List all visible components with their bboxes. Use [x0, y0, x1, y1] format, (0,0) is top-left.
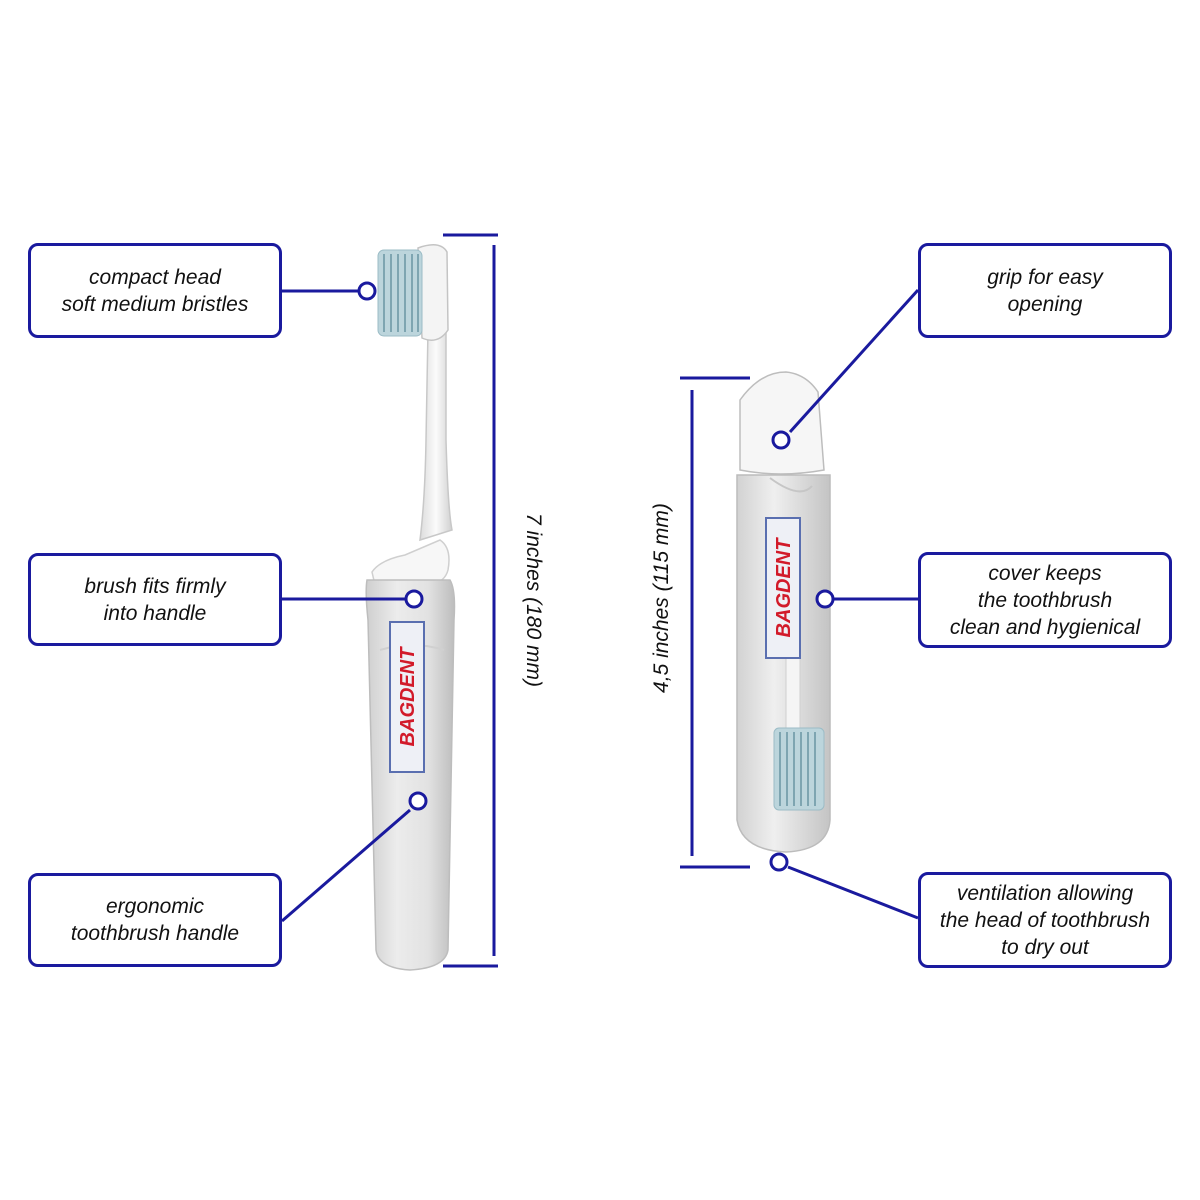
callout-line: brush fits firmly: [84, 574, 226, 598]
right-dimension-line: [680, 376, 750, 869]
callout-line: clean and hygienical: [949, 615, 1141, 639]
callout-ventilation: ventilation allowing the head of toothbr…: [918, 872, 1172, 968]
marker-brush-fits: [404, 589, 424, 609]
marker-compact-head: [357, 281, 377, 301]
brand-label-frame: [389, 621, 425, 773]
callout-line: ventilation allowing: [956, 881, 1134, 905]
case-brand-label: BAGDENT: [773, 537, 795, 638]
callout-line: toothbrush handle: [70, 922, 240, 945]
left-markers: [357, 281, 428, 811]
marker-handle: [408, 791, 428, 811]
callout-line: the head of toothbrush: [939, 908, 1151, 932]
callout-line: cover keeps: [988, 561, 1102, 585]
callout-grip: grip for easy opening: [918, 243, 1172, 338]
callout-brush-fits: brush fits firmly into handle: [28, 553, 282, 646]
case-grip: [739, 371, 825, 475]
brush-head: [417, 244, 449, 341]
callout-line: opening: [1007, 292, 1083, 316]
callout-line: the toothbrush: [977, 588, 1113, 612]
left-dimension-label: 7 inches (180 mm): [522, 513, 545, 687]
right-travel-case: BAGDENT: [736, 371, 831, 853]
left-dimension-line: [443, 233, 498, 968]
left-toothbrush: BAGDENT: [365, 244, 456, 971]
callout-line: soft medium bristles: [61, 292, 249, 316]
right-markers: [769, 430, 835, 872]
right-dimension-label: 4,5 inches (115 mm): [650, 503, 673, 693]
callout-line: into handle: [103, 601, 207, 625]
case-brand-label-frame: [765, 517, 801, 659]
brush-bristles: [377, 249, 423, 337]
marker-grip: [771, 430, 791, 450]
brand-label: BAGDENT: [397, 646, 419, 747]
case-bristles: [773, 727, 825, 811]
marker-ventilation: [769, 852, 789, 872]
callout-cover: cover keeps the toothbrush clean and hyg…: [918, 552, 1172, 648]
callout-line: to dry out: [1001, 935, 1089, 959]
callout-line: ergonomic: [105, 895, 205, 918]
brush-neck: [419, 329, 453, 542]
right-leaders: [787, 288, 920, 920]
callout-ergonomic-handle: ergonomic toothbrush handle: [28, 873, 282, 967]
brush-collar: [371, 539, 450, 586]
marker-cover: [815, 589, 835, 609]
callout-compact-head: compact head soft medium bristles: [28, 243, 282, 338]
brush-handle: [365, 579, 456, 971]
callout-line: grip for easy: [987, 265, 1103, 289]
callout-line: compact head: [89, 265, 221, 289]
left-leaders: [281, 289, 411, 923]
